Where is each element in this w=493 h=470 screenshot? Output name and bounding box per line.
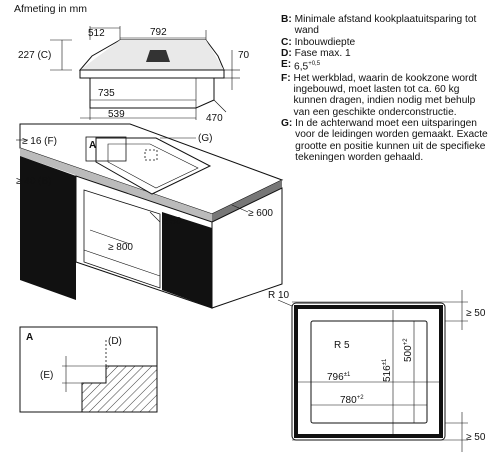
dim-227-c: 227 (C) — [18, 50, 51, 61]
legend-item-c: C: Inbouwdiepte — [281, 36, 356, 48]
hob-body — [89, 77, 215, 109]
hob-front-edge — [79, 69, 225, 79]
legend-item-d: D: Fase max. 1 — [281, 47, 351, 59]
legend: B: Minimale afstand kookplaatuitsparing … — [281, 14, 489, 163]
plan-cutout — [310, 320, 428, 424]
dim-470: 470 — [206, 113, 223, 124]
label-r5: R 5 — [334, 340, 350, 351]
cutout-inner — [107, 143, 199, 189]
dim-bottom-gap: ≥ 50 — [466, 432, 486, 443]
label-g: (G) — [198, 133, 212, 144]
drawing-title: Afmeting in mm — [14, 3, 87, 15]
cutout-opening — [95, 137, 212, 195]
legend-item-b: B: Minimale afstand kookplaatuitsparing … — [281, 14, 477, 37]
cabinet-side-left — [20, 156, 76, 300]
dim-735: 735 — [98, 88, 115, 99]
countertop-front — [20, 148, 212, 222]
dim-line-470 — [213, 99, 227, 113]
label-r10: R 10 — [268, 290, 290, 301]
dim-70: 70 — [238, 50, 250, 61]
leader-r10 — [277, 299, 293, 307]
dim-line-800 — [89, 229, 131, 245]
dim-cabinet-w: ≥ 800 — [108, 242, 133, 253]
dim-500: 500+2 — [403, 338, 414, 362]
detail-a-title: A — [26, 332, 33, 343]
connection-box — [144, 149, 158, 161]
dim-792: 792 — [150, 27, 167, 38]
detail-a-worktop-section — [81, 365, 158, 413]
dim-line-50 — [149, 211, 161, 223]
dim-b: ≥ 40 (B) — [16, 176, 52, 187]
hob-drawing: 512 792 70 227 (C) 735 539 470 — [18, 26, 250, 124]
dim-780: 780+2 — [340, 395, 364, 406]
dim-516: 516±1 — [382, 358, 393, 382]
detail-a-label: A — [89, 140, 96, 151]
legend-item-f: F: Het werkblad, waarin de kookzone word… — [281, 72, 477, 118]
dim-line-600 — [231, 204, 249, 213]
dim-796: 796±1 — [327, 372, 351, 383]
dim-f: ≥ 16 (F) — [22, 136, 57, 147]
countertop-drawing: A (G) ≥ 16 (F) ≥ 40 (B) ≥ 50 ≥ 600 ≥ 800 — [16, 123, 284, 309]
label-d: (D) — [108, 336, 122, 347]
legend-item-e: E: 6,5+0,5 — [281, 59, 321, 73]
cabinet-wall-right — [211, 187, 283, 309]
plan-outer-border — [294, 305, 443, 438]
detail-a-marker — [85, 136, 127, 162]
hob-vent — [146, 50, 170, 62]
cutout-plan: R 10 R 5 ≥ 50 ≥ 50 796±1 780+2 516±1 500… — [268, 290, 486, 452]
legend-item-g: G: In de achterwand moet een uitsparinge… — [281, 118, 488, 163]
plan-outer-frame — [291, 302, 446, 441]
label-e: (E) — [40, 370, 53, 381]
dim-top-gap: ≥ 50 — [466, 308, 486, 319]
detail-a: A (D) (E) — [19, 326, 158, 413]
cabinet-right-side — [162, 212, 212, 308]
cabinet-back — [83, 189, 161, 289]
dim-wall-gap: ≥ 600 — [248, 208, 273, 219]
dim-front-gap: ≥ 50 — [162, 216, 182, 227]
dim-539: 539 — [108, 109, 125, 120]
cabinet-shelf — [83, 249, 161, 277]
countertop-right — [212, 180, 282, 222]
dim-512: 512 — [88, 28, 105, 39]
